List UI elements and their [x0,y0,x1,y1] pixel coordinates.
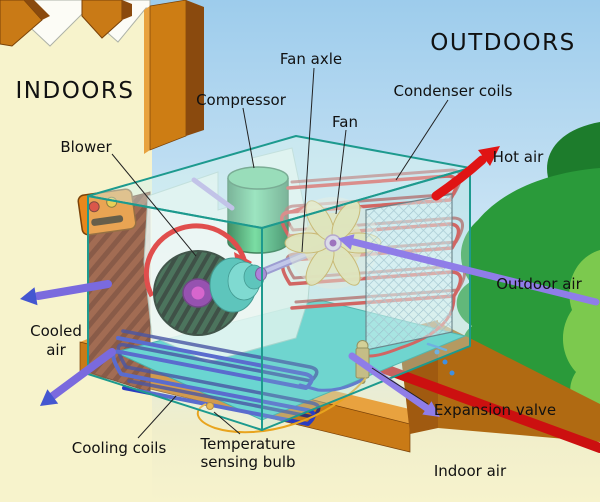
indoor-air-violet-arrowhead [422,401,440,417]
expansion-valve-label: Expansion valve [434,401,556,419]
cooled-air-arrow-upper [34,280,112,300]
indoor-air-arrow-shaft [350,353,600,453]
unit-left-face [87,195,263,431]
fan-shape [284,197,382,289]
cooling-coils-label: Cooling coils [72,439,167,457]
leader-fan [335,129,347,215]
compressor-label: Compressor [196,91,287,109]
fan-label: Fan [332,113,358,131]
control-slider [91,215,124,226]
grille-panel [365,193,453,351]
leader-expansion-valve [371,367,429,405]
leader-fan-axle [301,67,315,253]
leader-cooling-coils [137,395,177,439]
blower-motor-center [191,286,205,300]
outdoor-air-label: Outdoor air [496,275,582,293]
hot-air-arrowhead [478,146,500,166]
leader-temperature-bulb [213,411,241,435]
hot-air-arrow [431,155,487,201]
cooled-air-arrowhead-upper [20,287,38,306]
temperature-sensing-bulb-shape [196,377,367,434]
leader-condenser-coils [395,99,449,181]
leader-blower [111,153,197,257]
expansion-valve-shape [298,340,370,392]
cooled-air-label-line2: air [46,341,66,359]
wall-top-section [144,0,204,154]
cooled-air-arrow-lower [46,348,116,402]
wall-fragment-mid [81,0,132,39]
temperature-bulb-label-line2: sensing bulb [200,453,295,471]
indoor-air-label: Indoor air [434,462,507,480]
valve-outlet-pipe [298,378,364,392]
unit-housing [87,135,471,431]
hot-air-label: Hot air [493,148,544,166]
fan-axle-label: Fan axle [280,50,342,68]
indoor-air-violet-arrow [348,352,432,413]
outdoor-air-arrow [350,238,600,306]
leader-lines [111,67,449,439]
blower-circulation-arrow [143,223,249,298]
blower-label: Blower [60,138,112,156]
temperature-bulb-label-line1: Temperature [199,435,295,453]
cooled-air-label-line1: Cooled [30,322,82,340]
fan-hub-center [329,239,337,247]
cooled-air-arrowhead-lower [40,389,59,406]
diagram-labels: INDOORS OUTDOORS Blower Compressor Fan a… [16,30,583,480]
blower-shape [143,223,267,336]
airflow-arrows [20,146,600,417]
condensate-drips [426,342,455,376]
indoors-label: INDOORS [16,78,135,104]
control-knob-red [88,201,100,213]
wall-fragment-left [0,0,50,47]
leader-compressor [242,107,255,169]
outdoors-label: OUTDOORS [430,30,576,56]
outdoor-air-arrowhead [338,234,355,250]
condenser-coils-label: Condenser coils [394,82,513,100]
